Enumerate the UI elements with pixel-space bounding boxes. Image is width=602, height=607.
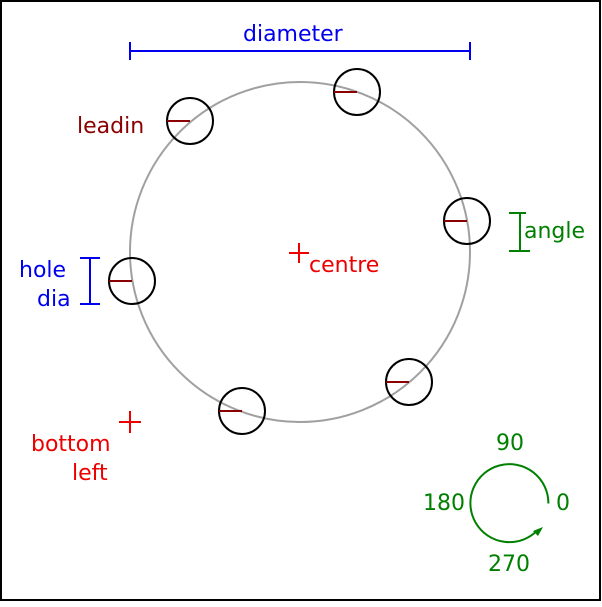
dial-180-label: 180 xyxy=(423,491,465,516)
dial-270-label: 270 xyxy=(488,552,530,577)
angle-dial-arc xyxy=(469,463,550,544)
hole-4 xyxy=(108,257,156,305)
angle-dimension xyxy=(509,212,530,252)
angle-label: angle xyxy=(524,219,585,244)
angle-dial: 90 180 0 270 xyxy=(423,431,570,577)
bottom-label: bottom xyxy=(31,432,111,457)
diameter-label: diameter xyxy=(243,22,344,47)
hole-2 xyxy=(166,97,214,145)
hole-6 xyxy=(218,387,266,435)
dial-90-label: 90 xyxy=(496,431,524,456)
leadin-label: leadin xyxy=(77,114,144,139)
hole-label: hole xyxy=(19,258,66,283)
hole-1 xyxy=(333,68,381,116)
centre-label: centre xyxy=(309,253,379,278)
left-label: left xyxy=(72,461,108,486)
angle-dial-arrowhead xyxy=(533,527,543,536)
bottom-left-marker xyxy=(119,411,141,433)
dial-0-label: 0 xyxy=(556,491,570,516)
hole-5 xyxy=(385,358,433,406)
hole-dia-dimension xyxy=(80,257,100,305)
hole-3 xyxy=(443,197,491,245)
dia-label: dia xyxy=(37,287,71,312)
diameter-dimension xyxy=(129,42,471,60)
bolt-circle xyxy=(129,81,471,423)
centre-marker xyxy=(289,243,309,263)
